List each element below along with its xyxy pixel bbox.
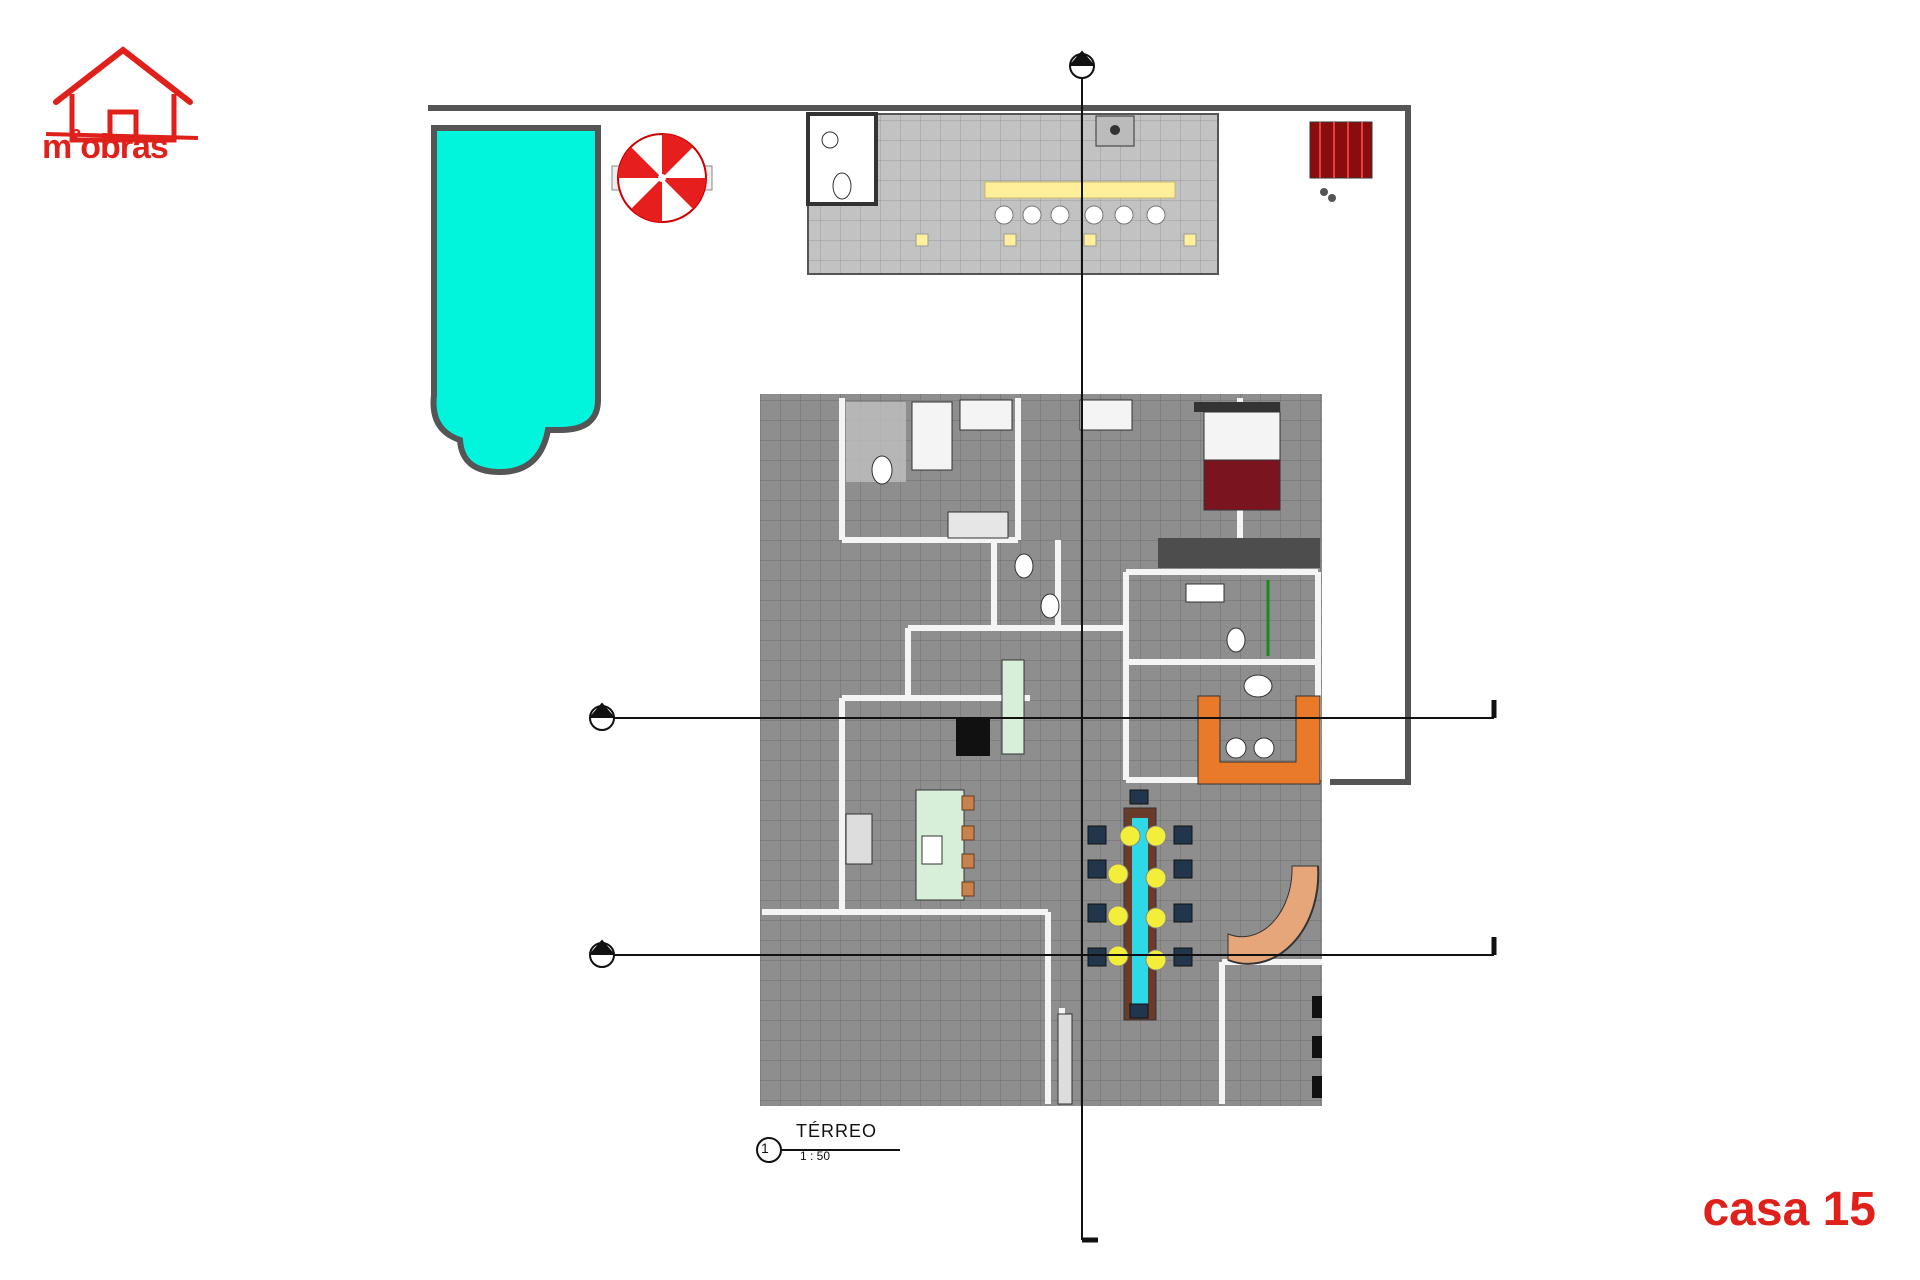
sofa	[1197, 674, 1321, 785]
house-floor	[760, 394, 1322, 1106]
umbrella	[611, 133, 713, 223]
property-boundary	[428, 105, 1411, 785]
house-logo-icon	[45, 46, 199, 143]
section-lines	[602, 66, 1497, 1243]
project-label: casa 15	[1702, 1183, 1876, 1236]
bbq-grill	[1309, 121, 1373, 202]
dining-table	[1087, 789, 1193, 1021]
view-scale: 1 : 50	[800, 1149, 831, 1163]
spiral-stair	[1227, 865, 1320, 965]
view-title: TÉRREO	[796, 1121, 878, 1141]
brand-name: m2obras	[42, 125, 169, 166]
bed	[1158, 402, 1320, 568]
bar-stools	[994, 205, 1166, 225]
gourmet-area	[806, 112, 1219, 275]
pool	[430, 125, 601, 476]
kitchen	[845, 659, 1073, 1105]
view-title-line	[756, 1137, 900, 1163]
view-number-icon	[756, 1137, 782, 1163]
view-number: 1	[761, 1140, 769, 1156]
section-marker-icon	[589, 50, 1095, 968]
